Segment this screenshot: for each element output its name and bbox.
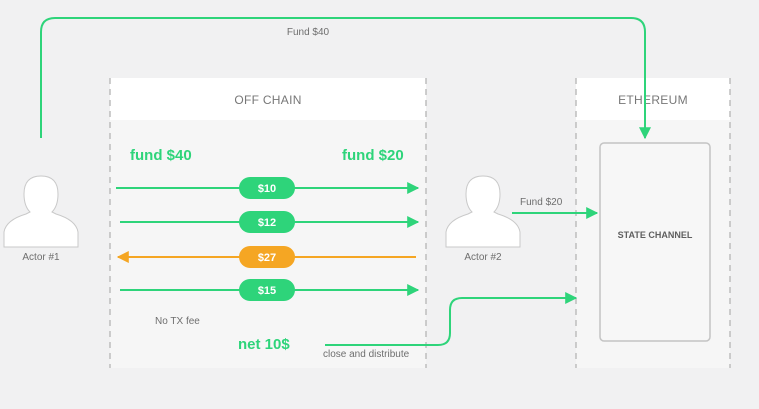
transfer-pill bbox=[239, 211, 295, 233]
actor2-label: Actor #2 bbox=[464, 252, 502, 263]
no-fee-label: No TX fee bbox=[155, 316, 200, 327]
actor2-avatar-icon bbox=[445, 175, 521, 248]
transfer-amount: $27 bbox=[258, 252, 276, 264]
lane-borders bbox=[109, 78, 731, 368]
state-channel-label: STATE CHANNEL bbox=[618, 230, 693, 240]
close-label: close and distribute bbox=[323, 349, 410, 360]
actor1-avatar-icon bbox=[3, 175, 79, 248]
transfer-pill bbox=[239, 279, 295, 301]
transfer-amount: $12 bbox=[258, 217, 276, 229]
net-label: net 10$ bbox=[238, 336, 290, 353]
transfer-pill bbox=[239, 177, 295, 199]
top-fund-label: Fund $40 bbox=[287, 27, 330, 38]
fund-40-connector bbox=[40, 17, 651, 140]
actor1-label: Actor #1 bbox=[22, 252, 60, 263]
fund-left-label: fund $40 bbox=[130, 147, 192, 164]
transfer-amount: $10 bbox=[258, 183, 276, 195]
state-channel-box bbox=[599, 142, 711, 342]
ethereum-header bbox=[576, 78, 730, 120]
transfer-amount: $15 bbox=[258, 285, 276, 297]
transfer-pill bbox=[239, 246, 295, 268]
offchain-header bbox=[110, 78, 426, 120]
ethereum-title: ETHEREUM bbox=[618, 93, 688, 107]
close-distribute-connector bbox=[325, 292, 578, 346]
fund-right-label: fund $20 bbox=[342, 147, 404, 164]
ethereum-fund-label: Fund $20 bbox=[520, 197, 563, 208]
offchain-title: OFF CHAIN bbox=[234, 93, 301, 107]
